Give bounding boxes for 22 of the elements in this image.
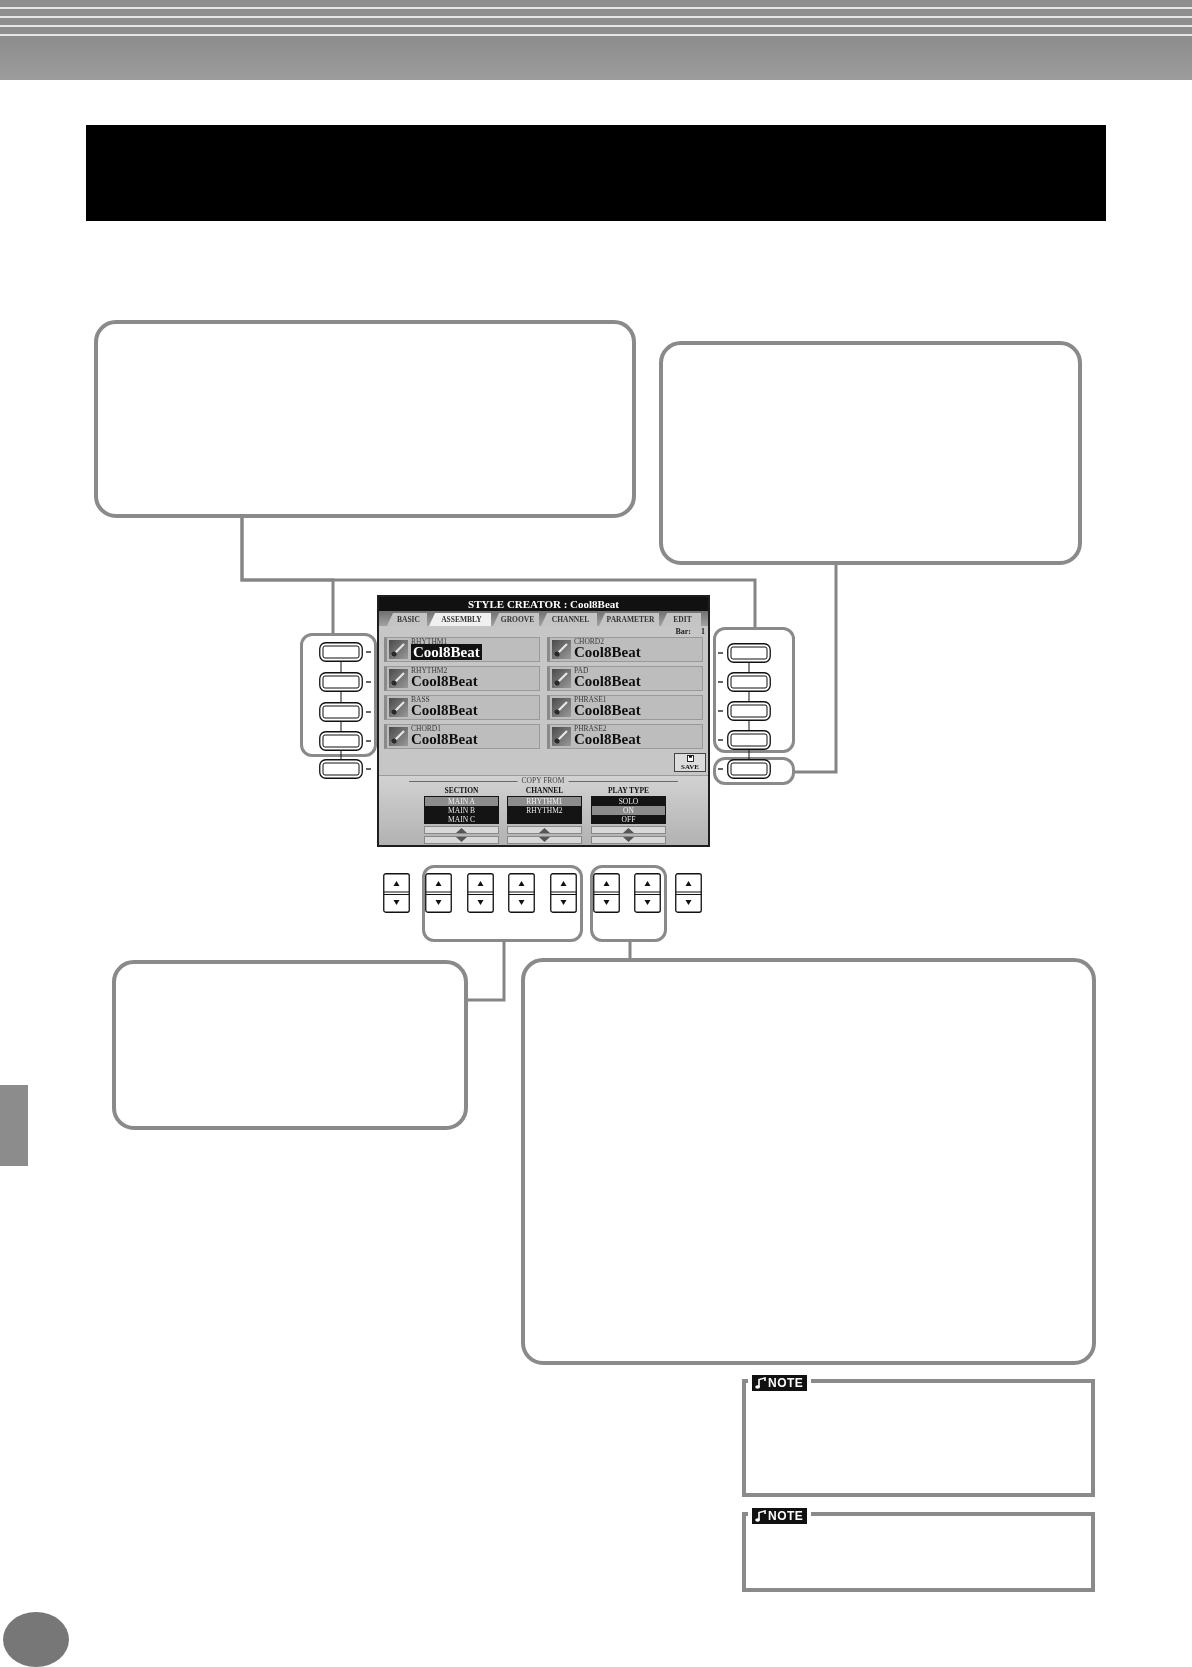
screen-title: STYLE CREATOR : Cool8Beat bbox=[379, 597, 708, 611]
callout-box bbox=[112, 960, 468, 1130]
style-name: Cool8Beat bbox=[574, 702, 641, 718]
style-name: Cool8Beat bbox=[574, 731, 641, 747]
title-bar bbox=[86, 125, 1106, 221]
note-heading: NOTE bbox=[768, 1375, 804, 1391]
style-name: Cool8Beat bbox=[411, 644, 482, 660]
side-tab bbox=[0, 1085, 28, 1166]
leader-line bbox=[468, 942, 506, 1002]
leader-line bbox=[795, 565, 838, 774]
style-name: Cool8Beat bbox=[574, 673, 641, 689]
style-name: Cool8Beat bbox=[411, 731, 478, 747]
callout-box bbox=[659, 341, 1082, 565]
style-name: Cool8Beat bbox=[411, 673, 478, 689]
style-name: Cool8Beat bbox=[574, 644, 641, 660]
callout-box bbox=[94, 320, 636, 518]
style-name: Cool8Beat bbox=[411, 702, 478, 718]
note-heading: NOTE bbox=[768, 1508, 804, 1524]
leader-line bbox=[240, 518, 757, 627]
bar-indicator: Bar: 1 bbox=[674, 627, 705, 636]
leader-line bbox=[628, 942, 632, 958]
callout-box bbox=[521, 958, 1096, 1365]
